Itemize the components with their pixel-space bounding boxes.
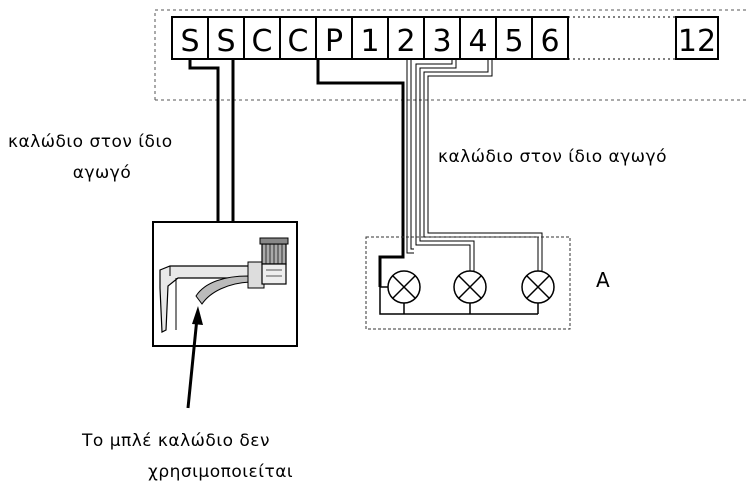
note-line1: Το μπλέ καλώδιο δεν (81, 431, 270, 451)
group-a-label: A (596, 268, 610, 292)
terminal-box-6 (531, 16, 569, 60)
terminal-strip (171, 16, 719, 60)
pointer-arrow (186, 306, 203, 409)
terminal-label-3: 3 (432, 24, 451, 59)
terminal-label-p: P (325, 24, 343, 59)
terminal-label-c2: C (288, 24, 309, 59)
rain-sensor-icon (159, 237, 289, 333)
left-cable-label-line1: καλώδιο στον ίδιο (8, 132, 173, 152)
valve-group-box (365, 236, 571, 330)
terminal-label-4: 4 (468, 24, 487, 59)
note-line2: χρησιμοποιείται (148, 462, 293, 482)
terminal-label-2: 2 (396, 24, 415, 59)
terminal-label-1: 1 (360, 24, 379, 59)
valve-cross-icon (387, 270, 421, 304)
terminal-label-6: 6 (540, 24, 559, 59)
sensor-wires (188, 59, 235, 222)
terminal-gap (568, 16, 676, 60)
right-cable-label: καλώδιο στον ίδιο αγωγό (438, 147, 667, 167)
station-wires (406, 59, 543, 287)
left-cable-label-line2: αγωγό (73, 163, 131, 183)
terminal-label-5: 5 (504, 24, 523, 59)
terminal-label-s2: S (216, 24, 235, 59)
terminal-label-s1: S (180, 24, 199, 59)
valve-cross-icon (453, 270, 487, 304)
controller-outline (154, 9, 748, 101)
terminal-box-12 (675, 16, 719, 60)
common-wire (316, 59, 405, 287)
terminal-label-c1: C (252, 24, 273, 59)
valve-bus (379, 286, 539, 315)
valve-cross-icon (521, 270, 555, 304)
terminal-label-12: 12 (678, 24, 716, 59)
